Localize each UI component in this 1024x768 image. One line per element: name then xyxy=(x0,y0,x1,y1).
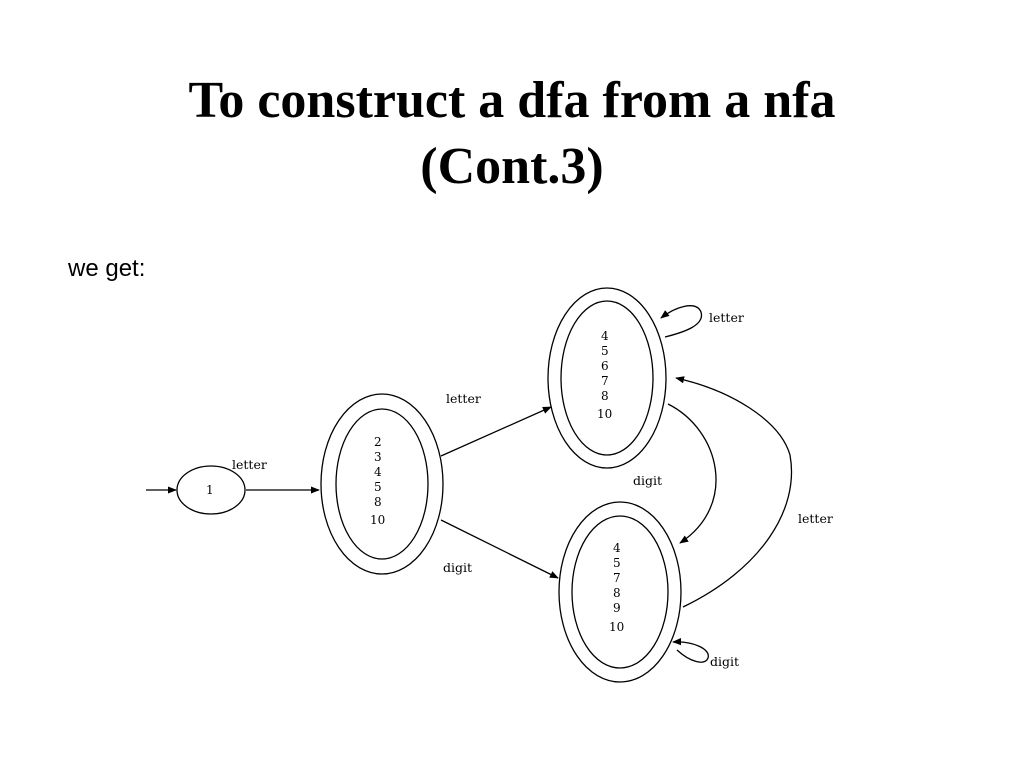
state-4-item: 7 xyxy=(613,571,621,585)
state-2-item: 2 xyxy=(374,435,382,449)
state-2 xyxy=(320,393,444,575)
state-4-items: 4 5 7 8 9 10 xyxy=(609,541,624,634)
edge-s4-s3 xyxy=(675,376,793,608)
edge-s2-s3 xyxy=(440,406,552,457)
state-3-items: 4 5 6 7 8 10 xyxy=(597,329,612,421)
label-s4-self: digit xyxy=(710,654,739,669)
edge-s3-s4 xyxy=(667,403,717,544)
state-1 xyxy=(176,465,246,515)
label-s3-self: letter xyxy=(709,310,744,325)
edge-s2-s4 xyxy=(440,519,559,579)
state-3-item: 5 xyxy=(601,344,609,358)
label-s4-s3: letter xyxy=(798,511,833,526)
intro-text: we get: xyxy=(68,255,146,282)
state-3-item: 4 xyxy=(601,329,609,343)
state-2-item: 4 xyxy=(374,465,382,479)
state-2-item: 10 xyxy=(370,513,385,527)
state-3 xyxy=(547,287,667,469)
state-4-item: 4 xyxy=(613,541,621,555)
state-4-item: 9 xyxy=(613,601,621,615)
state-2-item: 3 xyxy=(374,450,382,464)
state-1-label: 1 xyxy=(206,483,214,497)
edge-s3-self xyxy=(660,305,703,338)
label-s2-s4: digit xyxy=(443,560,472,575)
slide-title: To construct a dfa from a nfa (Cont.3) xyxy=(0,68,1024,200)
state-4-item: 8 xyxy=(613,586,621,600)
label-s1-s2: letter xyxy=(232,457,267,472)
slide-title-line-1: To construct a dfa from a nfa xyxy=(188,72,836,129)
label-s3-s4: digit xyxy=(633,473,662,488)
state-2-item: 5 xyxy=(374,480,382,494)
state-2-items: 2 3 4 5 8 10 xyxy=(370,435,385,527)
state-2-item: 8 xyxy=(374,495,382,509)
state-4-item: 5 xyxy=(613,556,621,570)
state-4-item: 10 xyxy=(609,620,624,634)
state-4 xyxy=(558,501,682,683)
label-s2-s3: letter xyxy=(446,391,481,406)
edge-s4-self xyxy=(672,638,709,663)
state-3-item: 10 xyxy=(597,407,612,421)
slide-title-line-2: (Cont.3) xyxy=(420,138,604,195)
state-3-item: 6 xyxy=(601,359,609,373)
state-3-item: 8 xyxy=(601,389,609,403)
state-3-item: 7 xyxy=(601,374,609,388)
